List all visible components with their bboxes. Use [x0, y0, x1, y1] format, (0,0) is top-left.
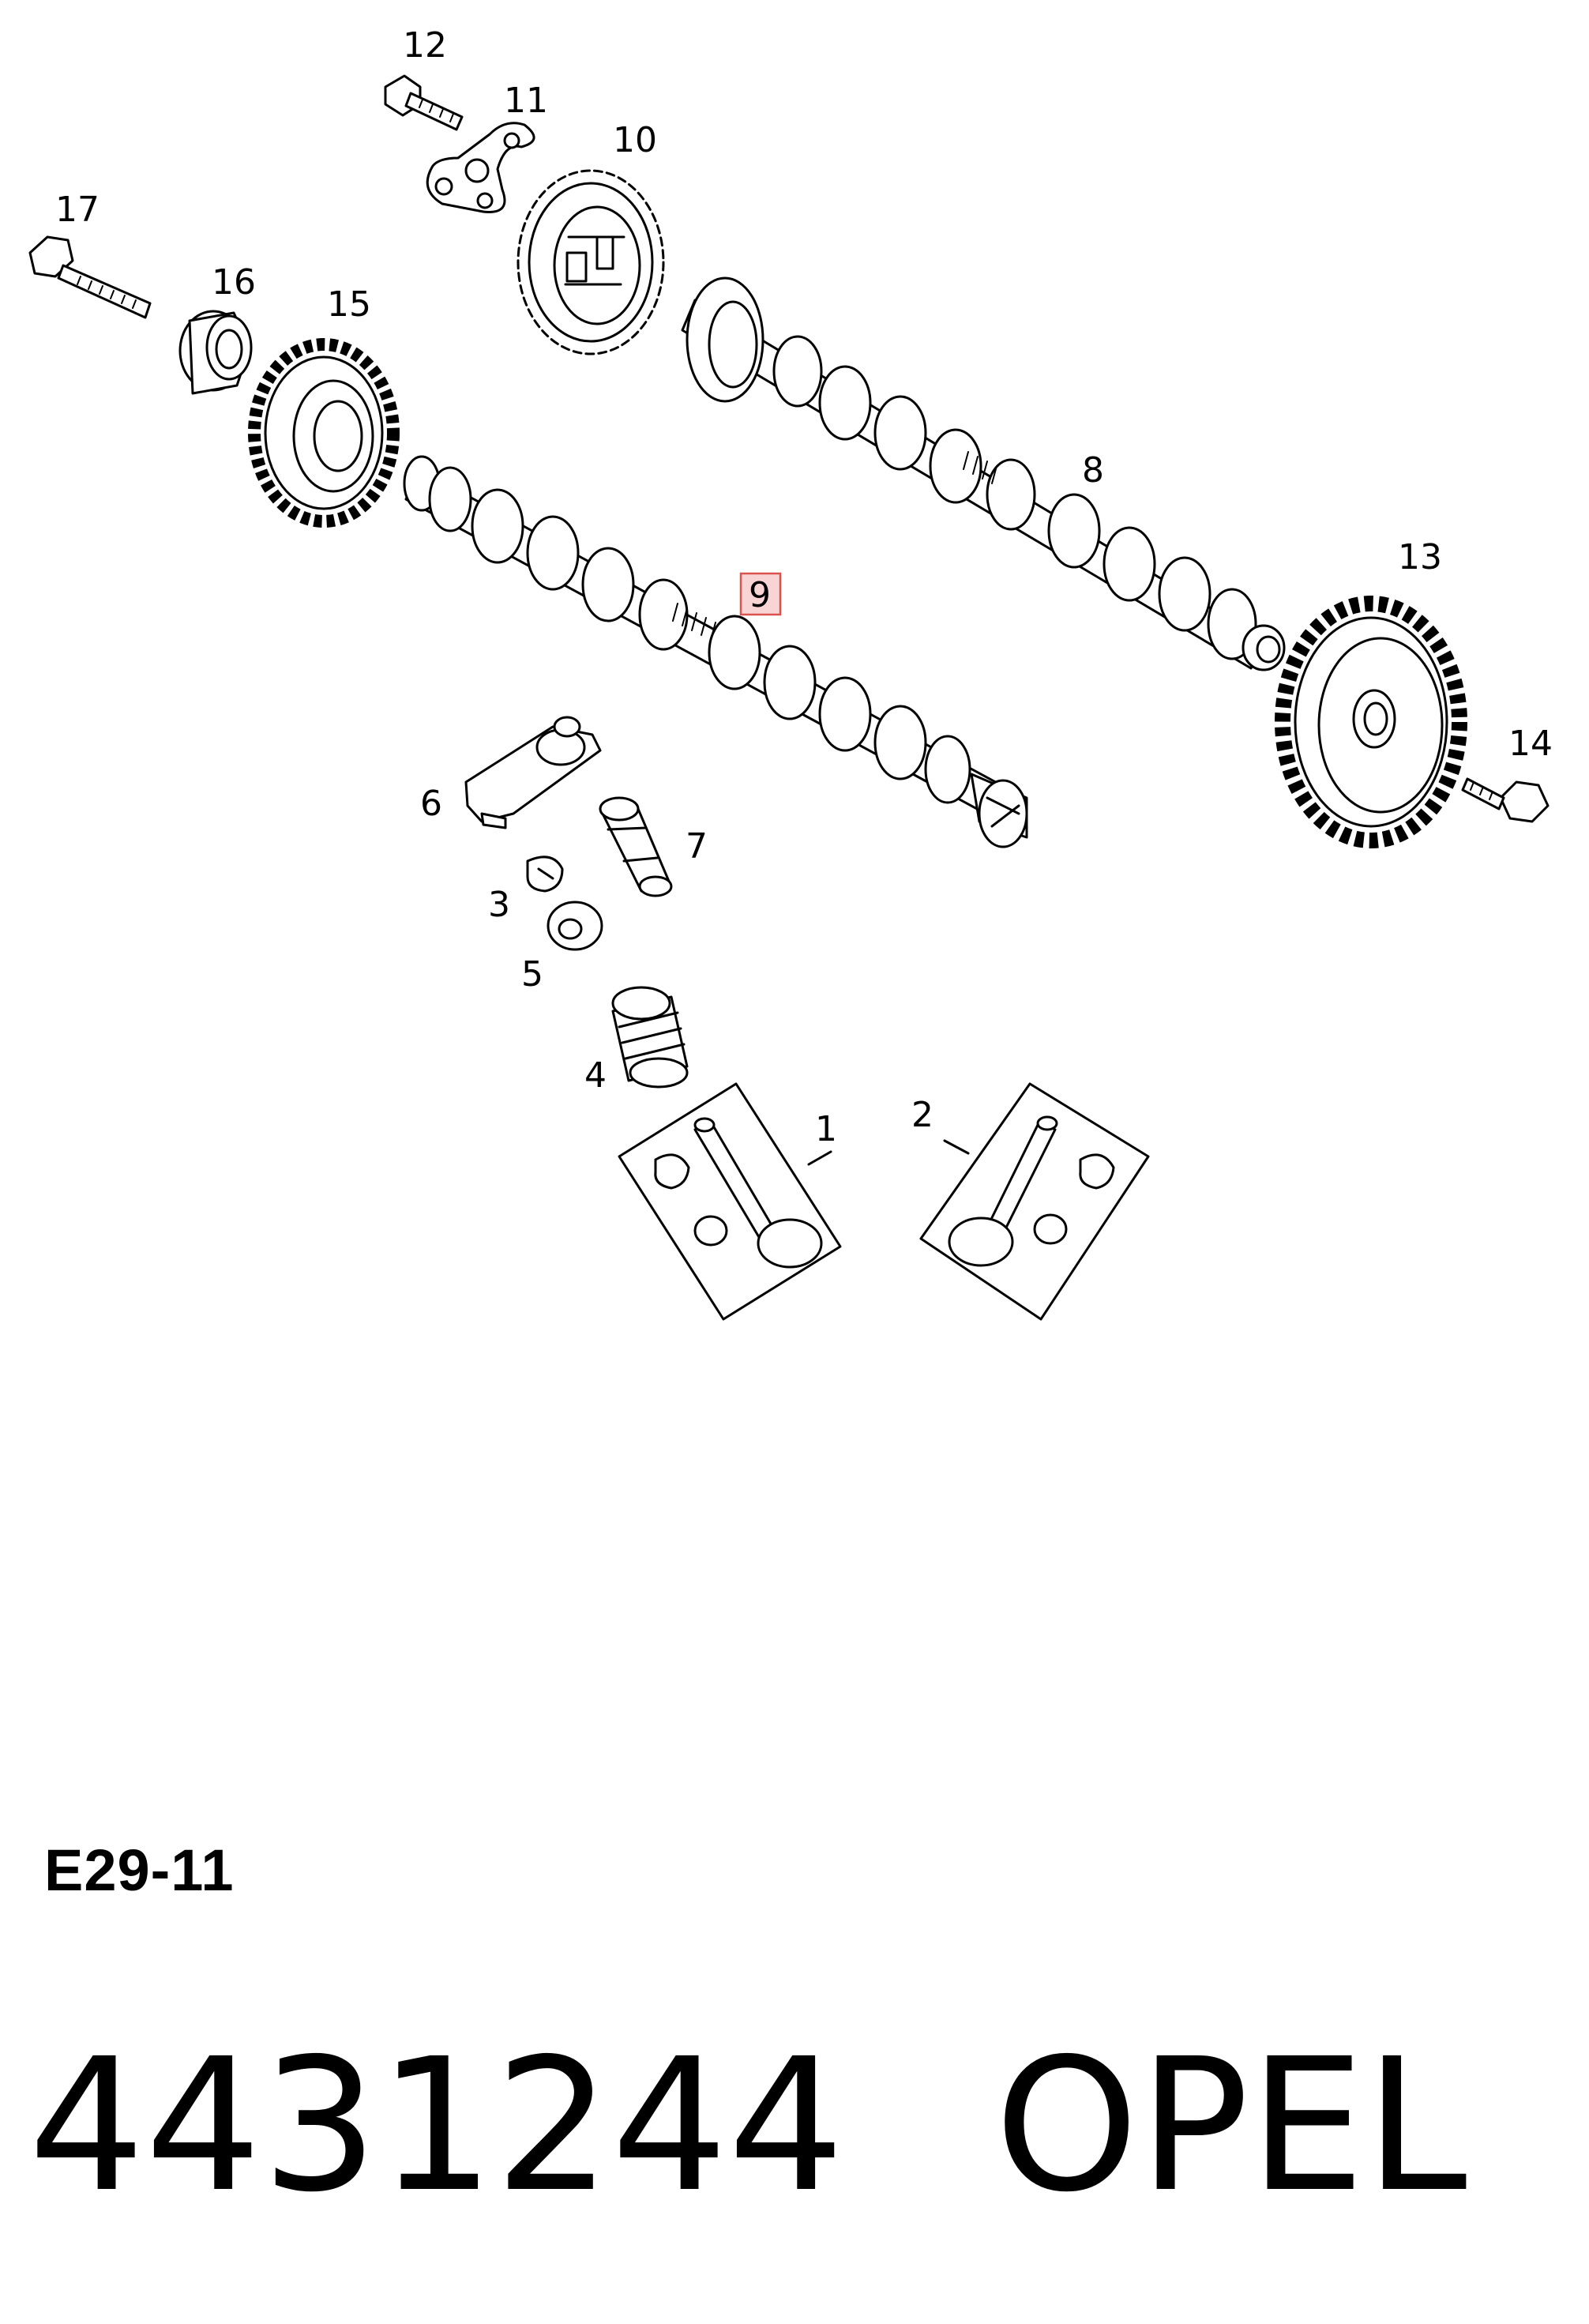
- part-4-valve-spring[interactable]: [611, 986, 689, 1089]
- leader-lines: [807, 1139, 970, 1166]
- callout-11[interactable]: 11: [504, 81, 548, 121]
- callout-9-highlight: [739, 572, 782, 616]
- callout-17[interactable]: 17: [55, 190, 100, 230]
- callout-9[interactable]: 9: [749, 575, 771, 615]
- callout-15[interactable]: 15: [327, 284, 371, 325]
- part-17-long-bolt[interactable]: [28, 235, 152, 319]
- callout-12[interactable]: 12: [403, 25, 447, 66]
- part-3-valve-keeper[interactable]: [526, 856, 564, 893]
- brand-name: OPEL: [994, 2019, 1467, 2232]
- callout-4[interactable]: 4: [584, 1055, 607, 1096]
- callouts: 1 2 3 4 5 6 7 8 9 10 11 12 13 14 15 16 1…: [55, 25, 1553, 1149]
- callout-6[interactable]: 6: [420, 784, 442, 824]
- callout-7[interactable]: 7: [686, 826, 708, 867]
- parts-diagram: 1 2 3 4 5 6 7 8 9 10 11 12 13 14 15 16 1…: [28, 25, 1553, 1321]
- part-12-bolt[interactable]: [384, 74, 464, 131]
- part-11-flange-plate[interactable]: [426, 122, 535, 213]
- part-13-gear[interactable]: [1275, 596, 1467, 848]
- part-2-valve-kit[interactable]: [919, 1082, 1150, 1321]
- part-number: 4431244: [28, 2019, 845, 2232]
- callout-16[interactable]: 16: [212, 262, 256, 303]
- part-14-bolt[interactable]: [1461, 777, 1550, 823]
- callout-8[interactable]: 8: [1082, 450, 1104, 491]
- callout-13[interactable]: 13: [1398, 537, 1442, 577]
- part-10-sprocket[interactable]: [517, 169, 665, 355]
- part-8-camshaft[interactable]: [681, 276, 1286, 671]
- callout-5[interactable]: 5: [521, 954, 543, 995]
- part-6-rocker-arm[interactable]: [464, 716, 602, 829]
- diagram-code: E29-11: [44, 1837, 235, 1903]
- part-7-lifter[interactable]: [599, 796, 673, 897]
- part-15-sprocket[interactable]: [248, 338, 400, 528]
- callout-1[interactable]: 1: [815, 1109, 837, 1149]
- callout-2[interactable]: 2: [911, 1095, 933, 1135]
- part-1-valve-kit[interactable]: [618, 1082, 842, 1321]
- callout-10[interactable]: 10: [613, 120, 657, 160]
- part-5-spring-seat[interactable]: [547, 901, 603, 951]
- part-16-bushing[interactable]: [178, 310, 253, 395]
- part-9-camshaft[interactable]: [403, 455, 1028, 848]
- callout-14[interactable]: 14: [1508, 724, 1553, 764]
- callout-3[interactable]: 3: [488, 885, 510, 925]
